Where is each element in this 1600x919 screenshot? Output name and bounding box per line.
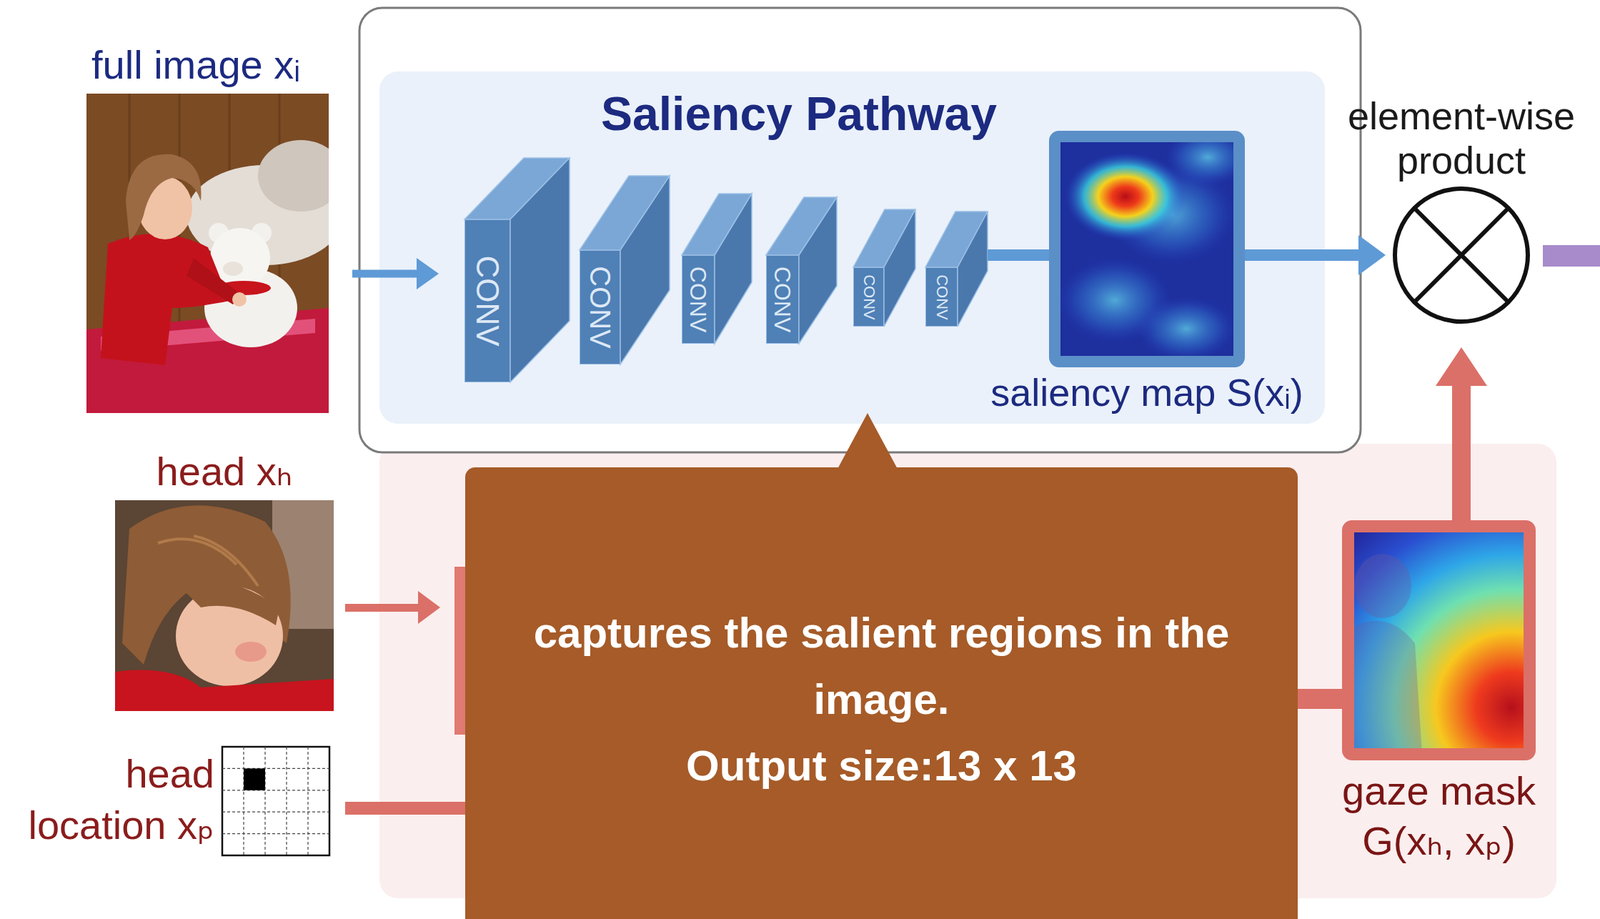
faint-figure [1354, 553, 1412, 619]
connector-arrow [1244, 235, 1386, 276]
operator-circle [1394, 188, 1528, 322]
layer-label: CONV [771, 266, 794, 333]
conv-layer: CONV [681, 255, 715, 344]
conv-side-face [798, 197, 837, 344]
operator-cross [1414, 207, 1509, 303]
label-holder: CONV [771, 266, 794, 333]
callout-pointer-shape [836, 413, 899, 471]
label-holder: CONV [471, 255, 504, 346]
teddy-snout [222, 261, 243, 276]
arrow-shaft [1244, 249, 1360, 261]
gaze-heatmap [1347, 525, 1530, 755]
grid-lines [222, 746, 330, 856]
layer-label: CONV [585, 265, 615, 349]
saliency-heatmap [1054, 136, 1240, 362]
label-holder: saliency map S(xᵢ) [961, 370, 1333, 415]
jacket [115, 670, 334, 712]
operator-symbol [1392, 186, 1530, 324]
layer-label: CONV [933, 274, 950, 321]
label-holder: Saliency Pathway [600, 87, 997, 142]
label-holder: head xₕ [115, 448, 334, 495]
heatmap-hotspot [1064, 152, 1187, 241]
photo-background [115, 500, 334, 712]
panel-title: Saliency Pathway [600, 87, 997, 142]
gaze-mask-frame: gaze mask G(xₕ, xₚ) [1342, 520, 1536, 761]
heatmap-glow [1136, 296, 1237, 361]
callout-text: Output size:13 x 13 [486, 732, 1277, 799]
faint-figure [1347, 620, 1423, 755]
callout-box: captures the salient regions in the imag… [465, 467, 1298, 919]
conv-side-face [620, 175, 670, 365]
callout-text: captures the salient regions in the imag… [486, 599, 1277, 733]
label-holder: CONV [933, 274, 950, 321]
map-label: saliency map S(xᵢ) [961, 370, 1333, 415]
conv-side-face [883, 209, 916, 327]
mask-label: gaze mask G(xₕ, xₚ) [1324, 766, 1554, 867]
arrow-shaft [987, 249, 1050, 261]
bangs [179, 580, 280, 626]
conv-side-faces [510, 157, 988, 383]
product-operator: element-wise product [1392, 186, 1530, 324]
heatmap-ground [1347, 525, 1530, 755]
head-arrow-head [418, 590, 441, 624]
child-jacket [100, 233, 230, 366]
highlight-outline [359, 7, 1361, 453]
layer-label: CONV [861, 274, 877, 321]
conv-layer: CONV [853, 267, 884, 327]
input-photo [86, 93, 329, 414]
label-holder: full image xᵢ [91, 42, 392, 88]
operator-label: element-wise product [1343, 93, 1580, 183]
callout-body: captures the salient regions in the imag… [486, 599, 1277, 799]
connector-arrow [987, 255, 1050, 256]
conv-layer: CONV [925, 267, 958, 327]
head-photo [115, 500, 334, 712]
hair-strands [157, 535, 258, 586]
label-holder: gaze mask G(xₕ, xₚ) [1324, 766, 1554, 867]
bedding [257, 140, 329, 212]
label-holder: CONV [861, 274, 877, 321]
output-bar [1542, 245, 1600, 267]
arrow-head [1435, 347, 1488, 386]
conv-side-face [714, 193, 752, 344]
child-arm [186, 257, 241, 305]
head-image: head xₕ [115, 500, 334, 712]
location-grid-drawing [222, 746, 330, 856]
layer-label: CONV [471, 255, 504, 346]
connector-arrow [1435, 347, 1488, 521]
label-holder: element-wise product [1343, 93, 1580, 183]
conv-side-face [510, 157, 570, 383]
cheek [235, 641, 267, 662]
input-image: full image xᵢ [86, 93, 329, 414]
arrow-head [416, 257, 439, 290]
pathway-panel: Saliency PathwayCONV CONV CONV CONV CONV CONV… [379, 71, 1325, 424]
head-arrow-shaft [345, 603, 421, 612]
connector-arrow [352, 257, 439, 290]
location-grid: head location xₚ [222, 746, 330, 856]
conv-layer: CONV [579, 250, 621, 365]
arrow-shaft [1452, 384, 1471, 521]
image-label: full image xᵢ [91, 42, 392, 88]
callout-pointer [836, 413, 899, 471]
grid-frame [222, 746, 330, 856]
label-holder: CONV [585, 265, 615, 349]
head-cell [243, 768, 266, 790]
label-holder: head location xₚ [0, 748, 215, 852]
child-hair [125, 154, 202, 241]
layer-label: CONV [686, 266, 710, 333]
conv-layer: CONV [464, 219, 511, 383]
child-hand [232, 292, 247, 307]
image-label: head xₕ [115, 448, 334, 495]
input-label: head location xₚ [0, 748, 215, 852]
saliency-map-frame: saliency map S(xᵢ) [1049, 130, 1245, 368]
label-holder: CONV [686, 266, 710, 333]
arrow-head [1358, 235, 1386, 276]
location-wire [345, 801, 478, 815]
conv-side-face [957, 211, 988, 327]
conv-layer: CONV [766, 255, 799, 344]
arrow-shaft [352, 270, 419, 278]
